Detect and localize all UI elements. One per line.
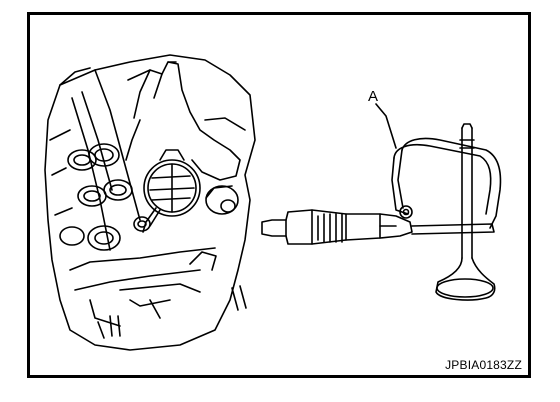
figure-code: JPBIA0183ZZ — [445, 358, 522, 372]
cylinder-head-drawing — [44, 54, 256, 351]
micrometer-drawing — [261, 103, 502, 301]
figure-frame — [27, 12, 531, 378]
callout-label-a: A — [368, 88, 379, 105]
